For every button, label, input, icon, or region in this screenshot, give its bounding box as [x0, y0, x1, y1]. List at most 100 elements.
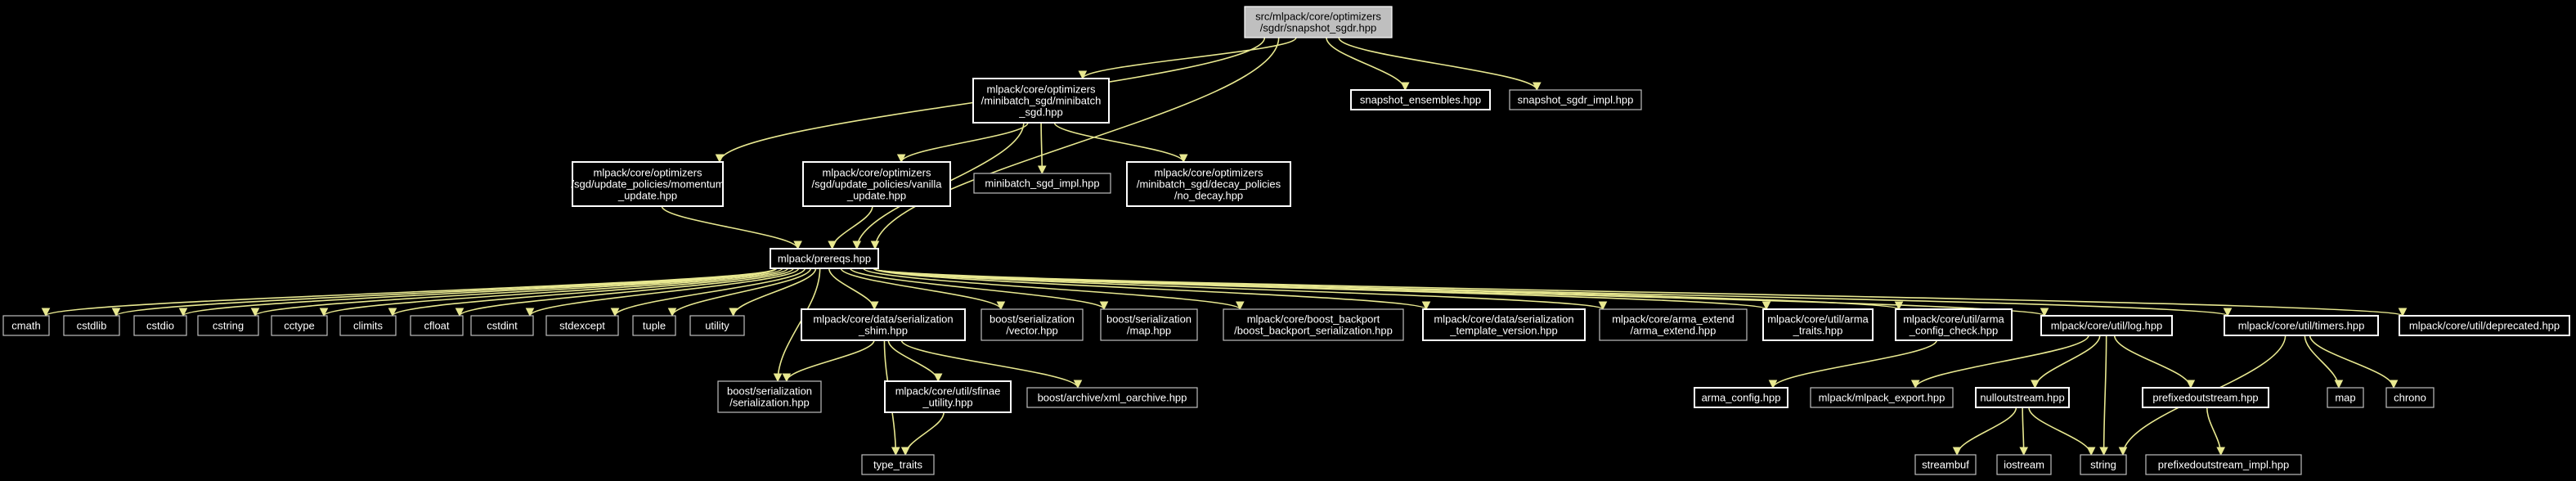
- node-box[interactable]: [1223, 308, 1404, 341]
- node-streambuf[interactable]: streambuf: [1914, 454, 1977, 475]
- node-box[interactable]: [884, 380, 1012, 413]
- node-box[interactable]: [1509, 89, 1642, 110]
- node-box[interactable]: [1244, 6, 1393, 38]
- node-box[interactable]: [1810, 387, 1954, 408]
- node-sfinae[interactable]: mlpack/core/util/sfinae_utility.hpp: [884, 380, 1012, 413]
- node-arma-traits[interactable]: mlpack/core/util/arma_traits.hpp: [1762, 308, 1874, 341]
- node-cctype[interactable]: cctype: [271, 315, 328, 336]
- node-box[interactable]: [981, 308, 1084, 341]
- node-box[interactable]: [2040, 315, 2173, 336]
- node-climits[interactable]: climits: [339, 315, 397, 336]
- node-box[interactable]: [802, 161, 951, 207]
- node-box[interactable]: [1026, 387, 1198, 408]
- node-type-traits[interactable]: type_traits: [861, 454, 935, 475]
- node-box[interactable]: [197, 315, 259, 336]
- node-box[interactable]: [1694, 387, 1788, 408]
- node-label-line: /boost_backport_serialization.hpp: [1234, 325, 1393, 337]
- node-boost-serialization[interactable]: boost/serialization/serialization.hpp: [717, 380, 822, 413]
- node-arma-extend[interactable]: mlpack/core/arma_extend/arma_extend.hpp: [1599, 308, 1748, 341]
- node-box[interactable]: [2, 315, 50, 336]
- node-string[interactable]: string: [2080, 454, 2127, 475]
- node-cstdlib[interactable]: cstdlib: [63, 315, 120, 336]
- node-box[interactable]: [133, 315, 187, 336]
- node-map[interactable]: map: [2327, 387, 2364, 408]
- node-box[interactable]: [1350, 89, 1491, 110]
- edge-root-to-minibatch: [1082, 37, 1297, 79]
- node-snapshot-sgdr-impl[interactable]: snapshot_sgdr_impl.hpp: [1509, 89, 1642, 110]
- node-shim[interactable]: mlpack/core/data/serialization_shim.hpp: [801, 308, 966, 341]
- node-map-hpp[interactable]: boost/serialization/map.hpp: [1100, 308, 1198, 341]
- node-box[interactable]: [1422, 308, 1586, 341]
- node-box[interactable]: [1996, 454, 2052, 475]
- node-vanilla[interactable]: mlpack/core/optimizers/sgd/update_polici…: [802, 161, 951, 207]
- node-prefixedoutstream[interactable]: prefixedoutstream.hpp: [2142, 387, 2269, 408]
- node-box[interactable]: [2224, 315, 2379, 336]
- node-box[interactable]: [2080, 454, 2127, 475]
- node-box[interactable]: [717, 380, 822, 413]
- node-box[interactable]: [63, 315, 120, 336]
- node-box[interactable]: [2142, 387, 2269, 408]
- node-prereqs[interactable]: mlpack/prereqs.hpp: [770, 248, 879, 269]
- node-box[interactable]: [545, 315, 619, 336]
- node-box[interactable]: [1599, 308, 1748, 341]
- node-arma-config-check[interactable]: mlpack/core/util/arma_config_check.hpp: [1895, 308, 2013, 341]
- node-stdexcept[interactable]: stdexcept: [545, 315, 619, 336]
- node-root[interactable]: src/mlpack/core/optimizers/sgdr/snapshot…: [1244, 6, 1393, 38]
- node-box[interactable]: [2385, 387, 2435, 408]
- node-box[interactable]: [801, 308, 966, 341]
- node-box[interactable]: [1895, 308, 2013, 341]
- node-no-decay[interactable]: mlpack/core/optimizers/minibatch_sgd/dec…: [1126, 161, 1291, 207]
- node-cstdio[interactable]: cstdio: [133, 315, 187, 336]
- node-box[interactable]: [2145, 454, 2302, 475]
- node-label-line: iostream: [2004, 459, 2044, 471]
- node-box[interactable]: [339, 315, 397, 336]
- node-cstdint[interactable]: cstdint: [470, 315, 534, 336]
- node-box[interactable]: [470, 315, 534, 336]
- node-prefixedoutstream-impl[interactable]: prefixedoutstream_impl.hpp: [2145, 454, 2302, 475]
- node-tuple[interactable]: tuple: [632, 315, 676, 336]
- node-nulloutstream[interactable]: nulloutstream.hpp: [1975, 387, 2070, 408]
- edge-log-to-mlpack_export: [1914, 335, 2089, 389]
- node-label-line: boost/archive/xml_oarchive.hpp: [1038, 392, 1187, 404]
- node-template-version[interactable]: mlpack/core/data/serialization_template_…: [1422, 308, 1586, 341]
- node-box[interactable]: [689, 315, 745, 336]
- node-label-line: climits: [353, 320, 384, 332]
- node-box[interactable]: [1762, 308, 1874, 341]
- node-box[interactable]: [2399, 315, 2570, 336]
- node-box[interactable]: [972, 78, 1110, 124]
- node-arma-config[interactable]: arma_config.hpp: [1694, 387, 1788, 408]
- node-label-line: nulloutstream.hpp: [1980, 392, 2064, 404]
- node-box[interactable]: [1975, 387, 2070, 408]
- node-deprecated[interactable]: mlpack/core/util/deprecated.hpp: [2399, 315, 2570, 336]
- edge-minibatch-to-no_decay: [1053, 122, 1185, 163]
- node-xml-oarchive[interactable]: boost/archive/xml_oarchive.hpp: [1026, 387, 1198, 408]
- node-backport[interactable]: mlpack/core/boost_backport/boost_backpor…: [1223, 308, 1404, 341]
- node-log[interactable]: mlpack/core/util/log.hpp: [2040, 315, 2173, 336]
- node-label-line: mlpack/core/data/serialization: [813, 313, 953, 326]
- node-utility[interactable]: utility: [689, 315, 745, 336]
- node-chrono[interactable]: chrono: [2385, 387, 2435, 408]
- node-snapshot-ensembles[interactable]: snapshot_ensembles.hpp: [1350, 89, 1491, 110]
- node-box[interactable]: [410, 315, 464, 336]
- node-timers[interactable]: mlpack/core/util/timers.hpp: [2224, 315, 2379, 336]
- node-box[interactable]: [1100, 308, 1198, 341]
- node-box[interactable]: [271, 315, 328, 336]
- node-cmath[interactable]: cmath: [2, 315, 50, 336]
- node-momentum[interactable]: mlpack/core/optimizers/sgd/update_polici…: [571, 161, 725, 207]
- node-iostream[interactable]: iostream: [1996, 454, 2052, 475]
- node-box[interactable]: [770, 248, 879, 269]
- node-box[interactable]: [1126, 161, 1291, 207]
- node-box[interactable]: [2327, 387, 2364, 408]
- node-vector[interactable]: boost/serialization/vector.hpp: [981, 308, 1084, 341]
- node-minibatch-impl[interactable]: minibatch_sgd_impl.hpp: [973, 173, 1111, 194]
- node-cstring[interactable]: cstring: [197, 315, 259, 336]
- node-box[interactable]: [861, 454, 935, 475]
- node-cfloat[interactable]: cfloat: [410, 315, 464, 336]
- node-box[interactable]: [632, 315, 676, 336]
- node-box[interactable]: [1914, 454, 1977, 475]
- node-box[interactable]: [973, 173, 1111, 194]
- arrowhead-root-to-prereqs: [870, 240, 880, 250]
- node-box[interactable]: [572, 161, 724, 207]
- node-mlpack-export[interactable]: mlpack/mlpack_export.hpp: [1810, 387, 1954, 408]
- node-minibatch[interactable]: mlpack/core/optimizers/minibatch_sgd/min…: [972, 78, 1110, 124]
